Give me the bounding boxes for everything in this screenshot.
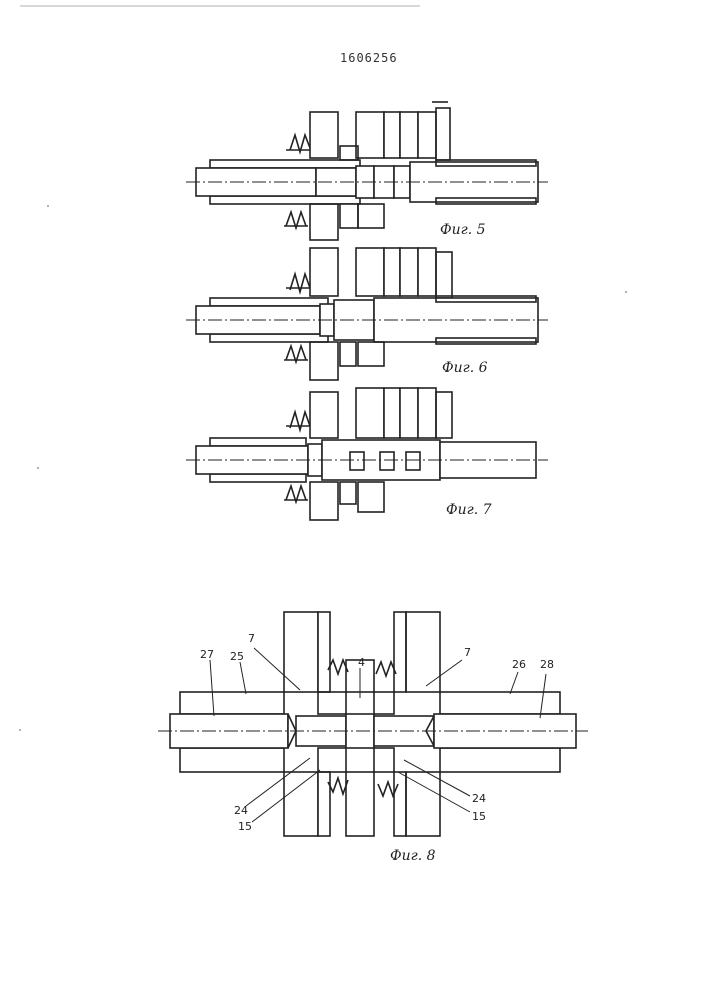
label-26: 26 (512, 658, 526, 671)
fig6-caption: Фиг. 6 (442, 360, 488, 376)
label-24-right: 24 (472, 792, 486, 805)
scan-speck (47, 205, 49, 207)
label-24-left: 24 (234, 804, 248, 817)
label-27: 27 (200, 648, 214, 661)
fig8-caption: Фиг. 8 (390, 848, 436, 864)
patent-number: 1606256 (340, 51, 398, 65)
label-25: 25 (230, 650, 244, 663)
label-28: 28 (540, 658, 554, 671)
label-15-left: 15 (238, 820, 252, 833)
figure-5: Фиг. 5 (186, 102, 548, 240)
figure-8: 7 27 25 4 7 26 28 24 15 24 15 Фиг. 8 (158, 612, 588, 864)
label-7-left: 7 (248, 632, 255, 645)
label-4: 4 (358, 656, 365, 669)
figure-6: Фиг. 6 (186, 248, 548, 380)
scan-speck (625, 291, 627, 293)
label-15-right: 15 (472, 810, 486, 823)
scan-speck (37, 467, 39, 469)
scan-speck (19, 729, 21, 731)
fig5-caption: Фиг. 5 (440, 222, 486, 238)
figure-7: Фиг. 7 (186, 388, 548, 520)
fig7-caption: Фиг. 7 (446, 502, 492, 518)
label-7-right: 7 (464, 646, 471, 659)
